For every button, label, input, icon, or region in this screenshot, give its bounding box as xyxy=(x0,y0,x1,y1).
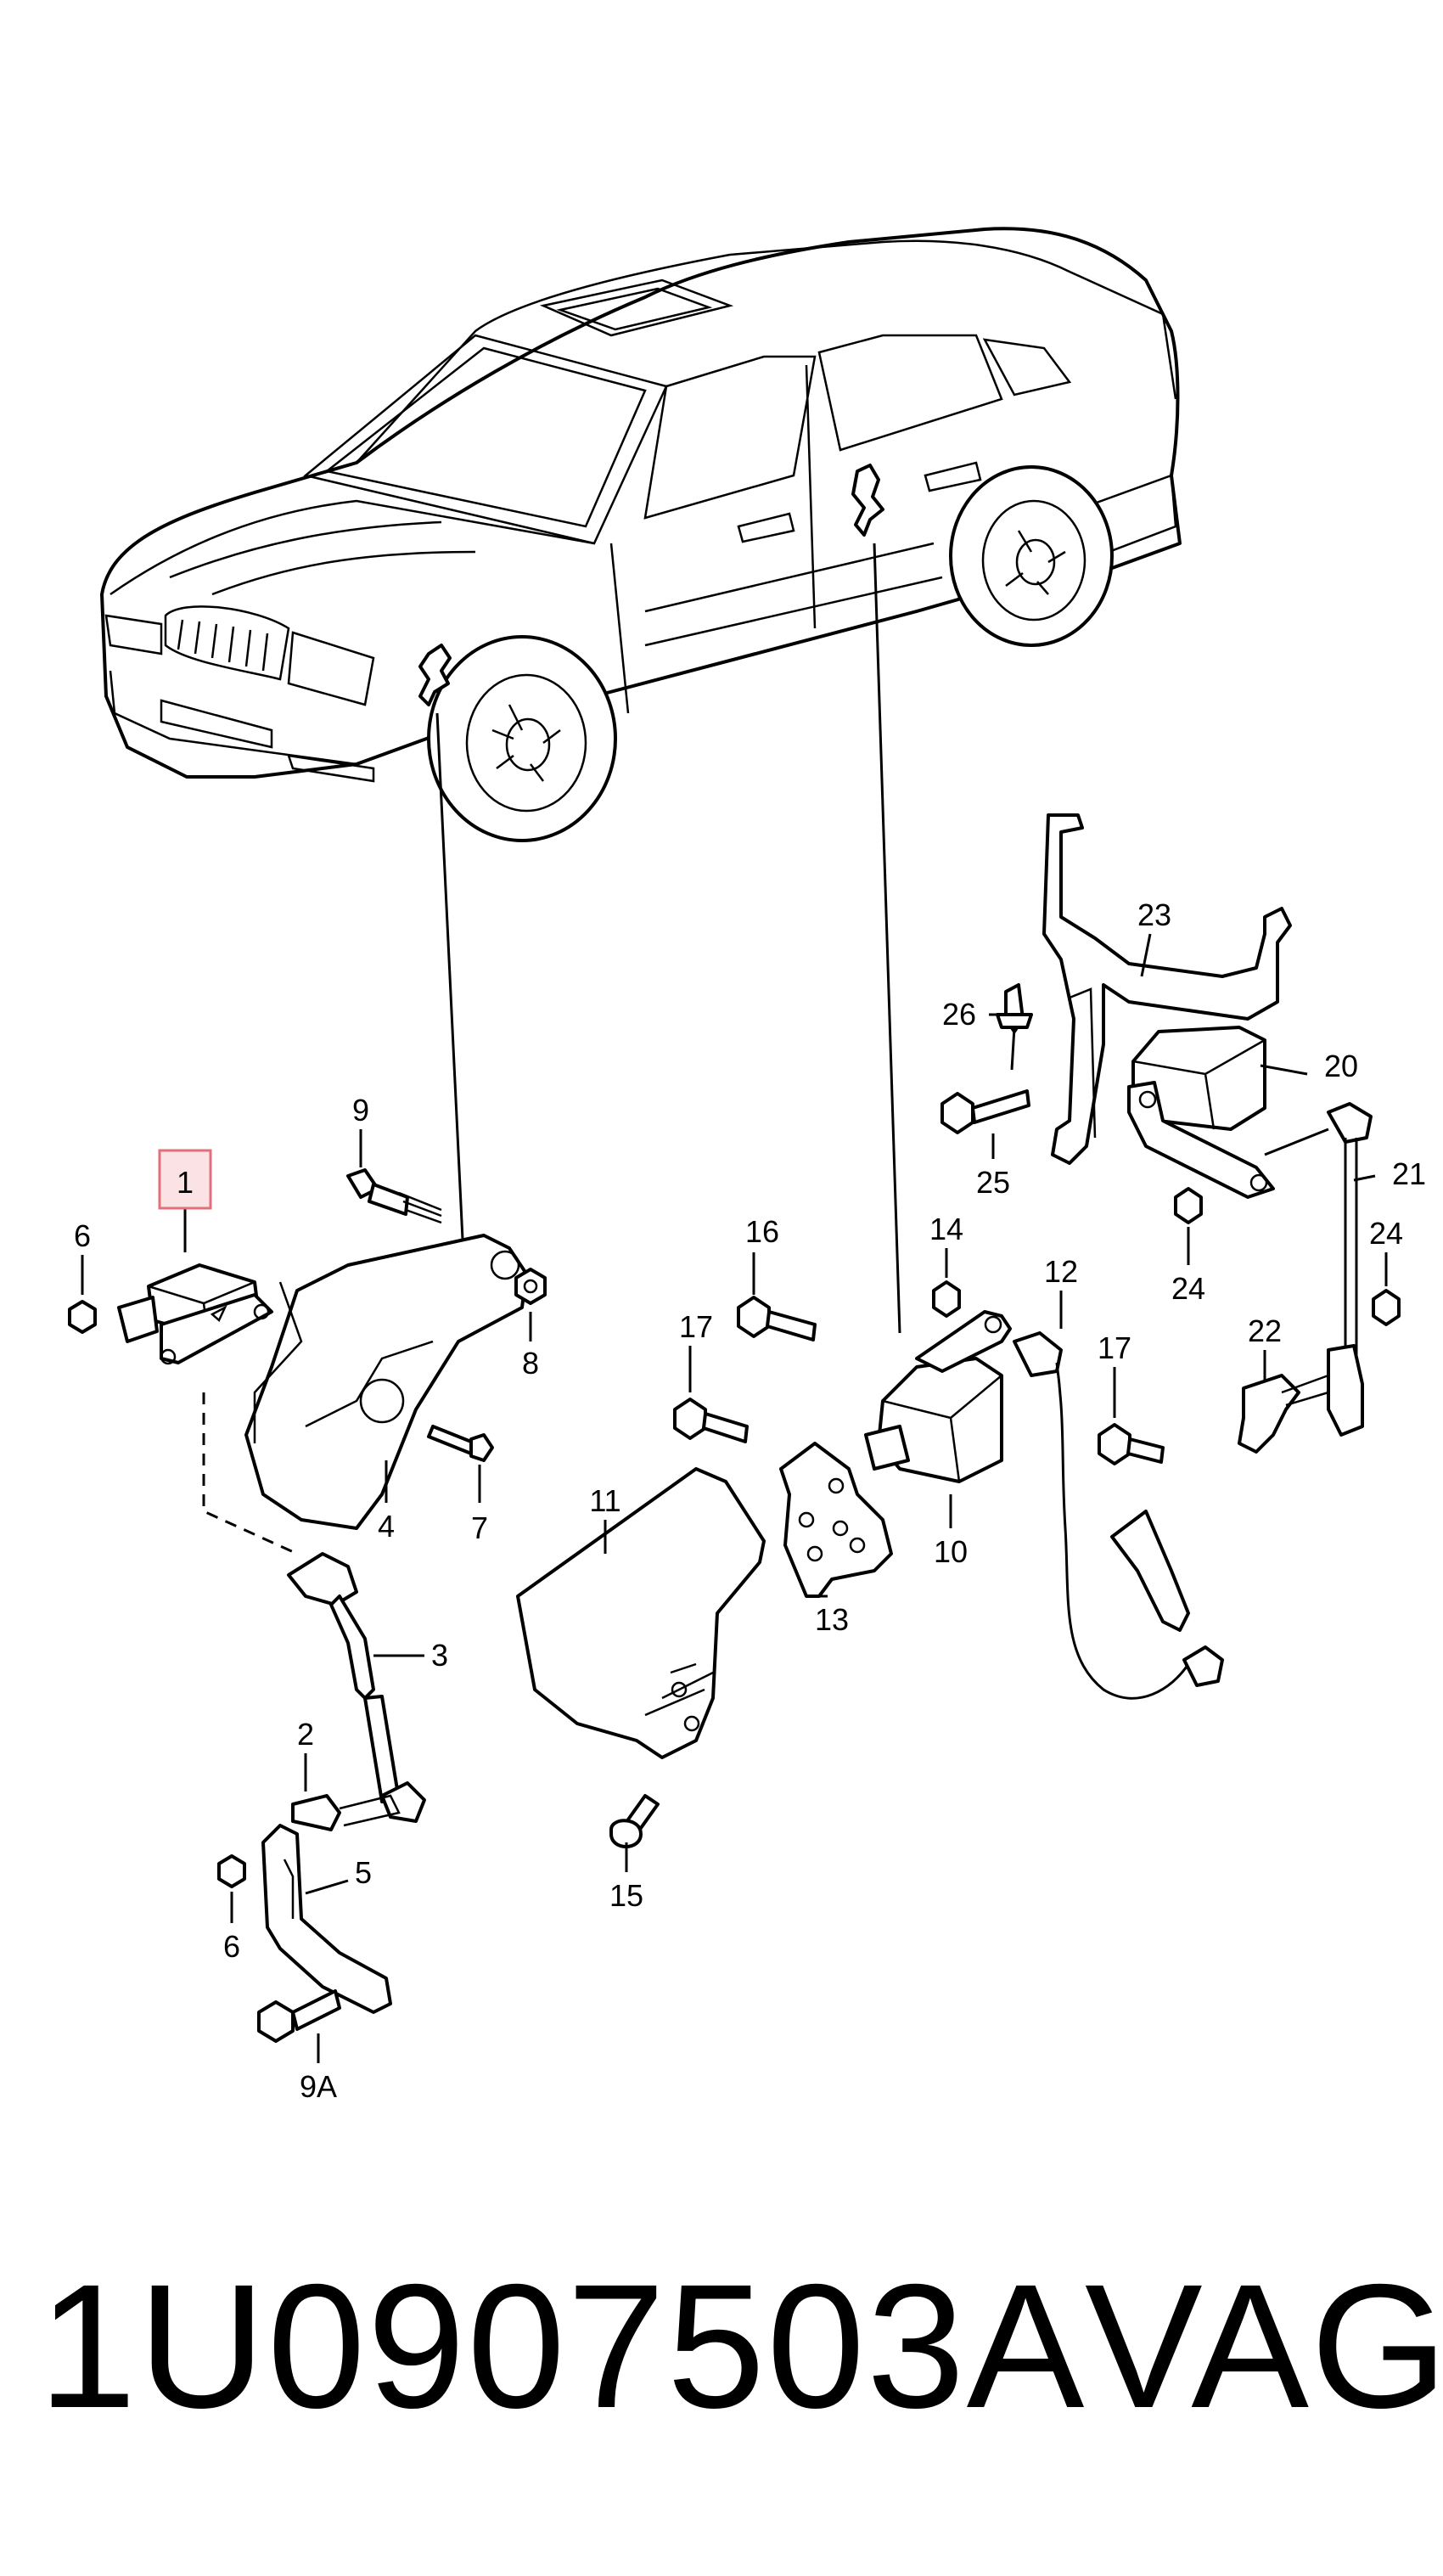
callout-16: 16 xyxy=(745,1214,779,1249)
callout-22: 22 xyxy=(1248,1313,1282,1348)
callout-4: 4 xyxy=(378,1509,395,1544)
callout-17-left: 17 xyxy=(679,1309,713,1344)
callout-1-highlight[interactable] xyxy=(158,1149,212,1210)
callout-25: 25 xyxy=(976,1165,1010,1200)
callout-9a: 9A xyxy=(300,2069,337,2104)
callout-11: 11 xyxy=(589,1483,620,1518)
callout-9: 9 xyxy=(352,1093,369,1128)
rear-linkage-group xyxy=(1013,1331,1224,1700)
callout-21: 21 xyxy=(1392,1156,1426,1191)
callout-24-right: 24 xyxy=(1369,1216,1403,1251)
front-sensor-group xyxy=(68,1168,547,2043)
callout-3: 3 xyxy=(431,1638,448,1673)
callout-15: 15 xyxy=(609,1878,643,1913)
callout-6-lower: 6 xyxy=(223,1929,240,1964)
callout-8: 8 xyxy=(522,1346,539,1381)
callout-5: 5 xyxy=(355,1855,372,1890)
brand-name: VAG xyxy=(1085,2248,1443,2445)
callout-1[interactable]: 1 xyxy=(177,1165,194,1200)
callout-7: 7 xyxy=(471,1510,488,1545)
callout-20: 20 xyxy=(1324,1049,1358,1083)
callout-23: 23 xyxy=(1137,897,1171,932)
part-number: 1U0907503A xyxy=(38,2248,1086,2445)
callout-17-right: 17 xyxy=(1098,1330,1131,1365)
callout-labels: 1 2 3 4 5 6 6 7 8 9 9A 10 11 12 13 14 15… xyxy=(74,897,1426,2104)
callout-12: 12 xyxy=(1044,1254,1078,1289)
upper-right-group xyxy=(940,813,1401,1454)
callout-6-upper: 6 xyxy=(74,1218,91,1253)
leader-rear xyxy=(873,543,901,1334)
callout-13: 13 xyxy=(815,1602,849,1637)
callout-2: 2 xyxy=(297,1717,314,1752)
leader-front xyxy=(435,712,464,1240)
callout-leaders xyxy=(81,933,1388,2063)
callout-14: 14 xyxy=(929,1212,963,1246)
callout-10: 10 xyxy=(934,1534,968,1569)
center-bracket-group xyxy=(516,1280,1012,1848)
callout-24-left: 24 xyxy=(1171,1271,1205,1306)
parts-diagram: 1 2 3 4 5 6 6 7 8 9 9A 10 11 12 13 14 15… xyxy=(68,227,1426,2104)
callout-26: 26 xyxy=(942,997,976,1032)
car-illustration xyxy=(100,227,1182,842)
